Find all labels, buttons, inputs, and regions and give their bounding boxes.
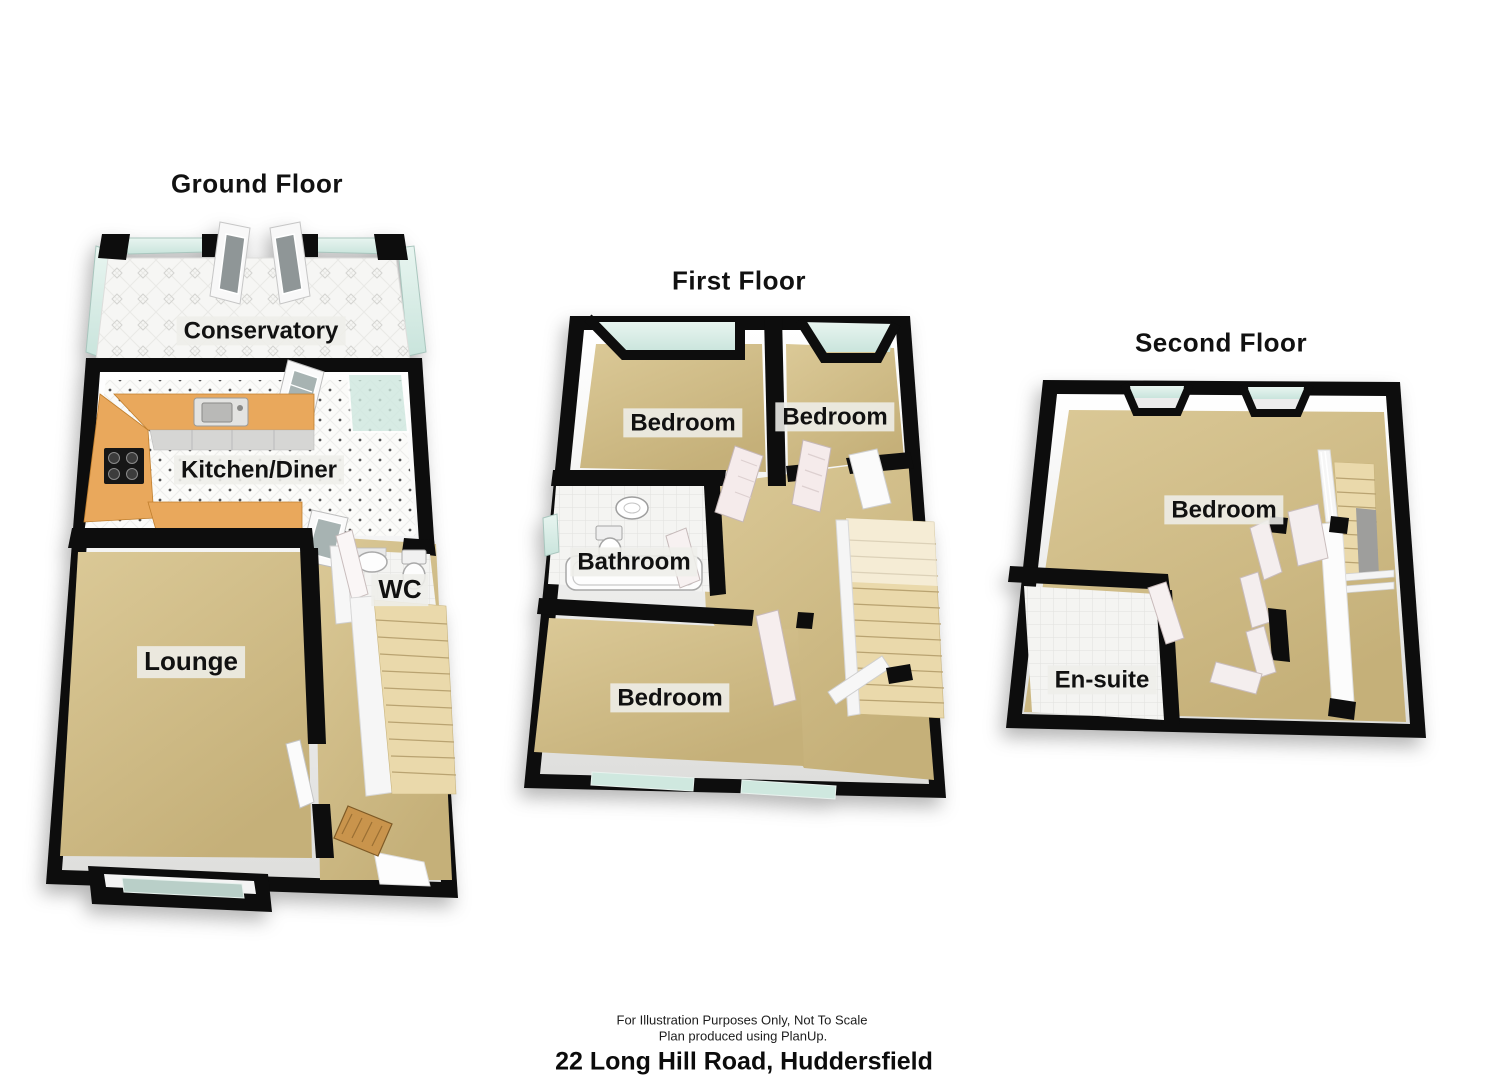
kitchen-lounge-wall	[68, 528, 314, 548]
stair-railing	[835, 519, 861, 717]
floor-title-ground: Ground Floor	[170, 168, 344, 199]
first-floor-stairs	[827, 517, 945, 719]
floor-title-second: Second Floor	[1134, 327, 1308, 358]
disclaimer-line1: For Illustration Purposes Only, Not To S…	[616, 1012, 868, 1028]
room-label-bedroom-top-left: Bedroom	[623, 408, 743, 438]
stair-railing	[1317, 449, 1395, 594]
first-floor-doors	[714, 439, 892, 523]
room-label-ensuite: En-suite	[1047, 665, 1157, 695]
stairs-lower-flight	[1356, 508, 1379, 576]
bathroom	[542, 486, 726, 596]
disclaimer-line2: Plan produced using PlanUp.	[658, 1028, 828, 1044]
entrance	[333, 805, 431, 887]
room-label-wc: WC	[371, 574, 429, 606]
room-label-conservatory: Conservatory	[176, 316, 346, 346]
ensuite-door	[1147, 581, 1185, 645]
ground-stairs	[349, 595, 457, 797]
wardrobe-doors	[1209, 503, 1329, 695]
stove	[104, 448, 144, 484]
french-door-left	[209, 221, 251, 305]
bedroom-divider-wall	[764, 316, 786, 486]
lounge-door	[285, 739, 315, 809]
glass-partition	[346, 373, 410, 433]
second-floor-windows	[1120, 382, 1314, 417]
floor-title-first: First Floor	[671, 265, 807, 296]
bedroom-bottom-door	[755, 609, 797, 707]
bathroom-sink	[615, 496, 649, 520]
room-label-bedroom-second: Bedroom	[1164, 495, 1284, 525]
lounge-bay-window	[88, 866, 272, 912]
property-address: 22 Long Hill Road, Huddersfield	[555, 1047, 933, 1076]
kitchen-sink	[193, 397, 249, 427]
second-floor-stairs	[1317, 449, 1395, 720]
french-door-right	[269, 221, 311, 305]
front-door	[333, 805, 393, 857]
second-floor-plan	[1006, 380, 1426, 738]
lounge	[60, 548, 334, 858]
room-label-kitchen-diner: Kitchen/Diner	[173, 455, 345, 485]
wc-door	[335, 529, 369, 601]
first-floor-bottom-windows	[590, 771, 837, 800]
ground-floor-plan	[46, 221, 458, 912]
room-label-bedroom-bottom: Bedroom	[610, 683, 730, 713]
room-label-bedroom-top-right: Bedroom	[775, 402, 895, 432]
bedroom-top-left	[580, 314, 766, 472]
room-label-bathroom: Bathroom	[570, 547, 698, 577]
room-label-lounge: Lounge	[137, 646, 245, 678]
